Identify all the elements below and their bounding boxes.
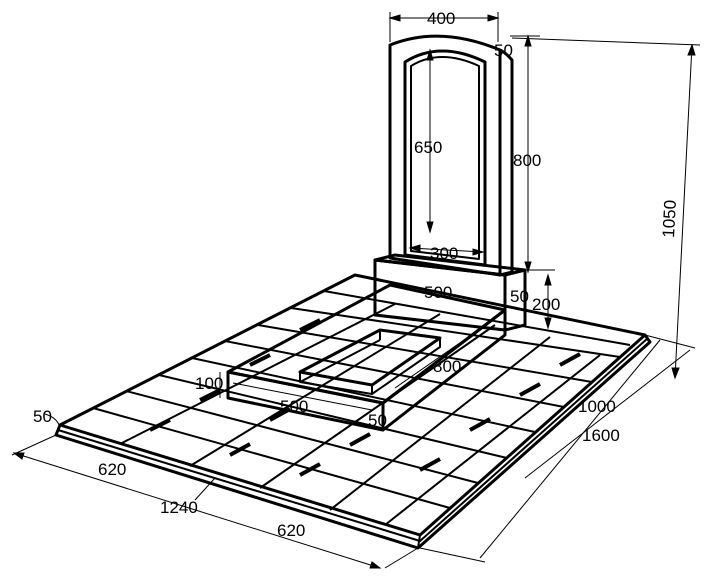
stele-inner-height-label: 650 [414, 138, 442, 157]
stand-width-label: 500 [424, 283, 452, 302]
stele [388, 34, 514, 277]
stand-height-label: 200 [532, 295, 560, 314]
stele-inner-width-label: 300 [430, 244, 458, 263]
front-left-label: 620 [98, 460, 126, 479]
flowerbed-side-label: 50 [368, 411, 387, 430]
stele-edge-label: 50 [494, 41, 513, 60]
dimension-labels: 400 50 650 800 300 1050 500 50 200 100 5… [33, 9, 680, 540]
flowerbed-length-label: 800 [433, 357, 461, 376]
flowerbed-width-label: 500 [280, 397, 308, 416]
stele-width-label: 400 [427, 9, 455, 28]
front-right-label: 620 [277, 521, 305, 540]
depth-inner-label: 1000 [578, 397, 616, 416]
depth-total-label: 1600 [582, 426, 620, 445]
stand-depth-label: 50 [510, 287, 529, 306]
tiled-base-platform [54, 273, 652, 550]
dimension-lines [11, 12, 701, 569]
flowerbed [226, 283, 507, 432]
total-height-label: 1050 [659, 199, 680, 238]
front-total-label: 1240 [160, 498, 198, 517]
stele-height-label: 800 [513, 151, 541, 170]
flowerbed-height-label: 100 [195, 374, 223, 393]
base-edge-label: 50 [33, 407, 52, 426]
